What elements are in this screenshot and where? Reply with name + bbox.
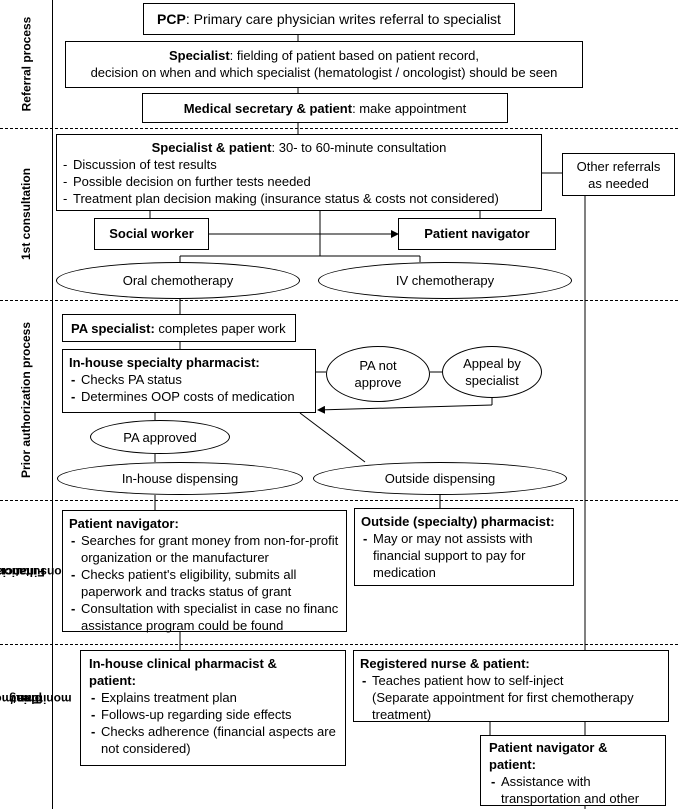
- outside-pharmacist-item: May or may not assists with financial su…: [361, 530, 569, 581]
- section-divider: [0, 128, 678, 129]
- section-label-consultation: 1st consultation: [19, 167, 34, 261]
- consultation-item: Possible decision on further tests neede…: [61, 173, 537, 190]
- section-label-prior-auth: Prior authorization process: [19, 321, 33, 479]
- consultation-item: Treatment plan decision making (insuranc…: [61, 190, 537, 207]
- iv-chemotherapy-node: IV chemotherapy: [318, 262, 572, 299]
- consultation-item: Discussion of test results: [61, 156, 537, 173]
- pa-approved-node: PA approved: [90, 420, 230, 454]
- section-divider: [0, 300, 678, 301]
- outside-pharmacist-box: Outside (specialty) pharmacist: May or m…: [354, 508, 574, 586]
- financial-item: Consultation with specialist in case no …: [69, 600, 342, 634]
- oral-chemotherapy-node: Oral chemotherapy: [56, 262, 300, 299]
- section-label-referral: Referral process: [19, 16, 33, 112]
- pharmacist-item: Determines OOP costs of medication: [69, 388, 311, 405]
- financial-navigator-box: Patient navigator: Searches for grant mo…: [62, 510, 347, 634]
- pcp-box: PCP: Primary care physician writes refer…: [143, 3, 515, 35]
- clinical-pharmacist-box: In-house clinical pharmacist & patient: …: [80, 650, 346, 766]
- financial-item: Checks patient's eligibility, submits al…: [69, 566, 342, 600]
- social-worker-box: Social worker: [94, 218, 209, 250]
- clinical-item: Checks adherence (financial aspects are …: [89, 723, 341, 757]
- patient-navigator-box: Patient navigator: [398, 218, 556, 250]
- clinical-item: Explains treatment plan: [89, 689, 341, 706]
- section-rail: [52, 0, 53, 809]
- pa-specialist-box: PA specialist: completes paper work: [62, 314, 296, 342]
- section-divider: [0, 500, 678, 501]
- outside-dispensing-node: Outside dispensing: [313, 462, 567, 495]
- navigator-transport-item: Assistance with transportation and other: [489, 773, 661, 807]
- registered-nurse-box: Registered nurse & patient: Teaches pati…: [353, 650, 669, 722]
- specialty-pharmacist-box: In-house specialty pharmacist: Checks PA…: [62, 349, 316, 413]
- inhouse-dispensing-node: In-house dispensing: [57, 462, 303, 495]
- section-label-financial: Financialconsultation: [0, 565, 69, 579]
- medical-secretary-box: Medical secretary & patient: make appoin…: [142, 93, 508, 123]
- navigator-transport-box: Patient navigator & patient: Assistance …: [480, 735, 666, 806]
- financial-item: Searches for grant money from non-for-pr…: [69, 532, 342, 566]
- clinical-item: Follows-up regarding side effects: [89, 706, 341, 723]
- pharmacist-item: Checks PA status: [69, 371, 311, 388]
- consultation-box: Specialist & patient: 30- to 60-minute c…: [56, 134, 542, 211]
- specialist-fielding-box: Specialist: fielding of patient based on…: [65, 41, 583, 88]
- section-divider: [0, 644, 678, 645]
- nurse-item: Teaches patient how to self-inject(Separ…: [360, 672, 664, 723]
